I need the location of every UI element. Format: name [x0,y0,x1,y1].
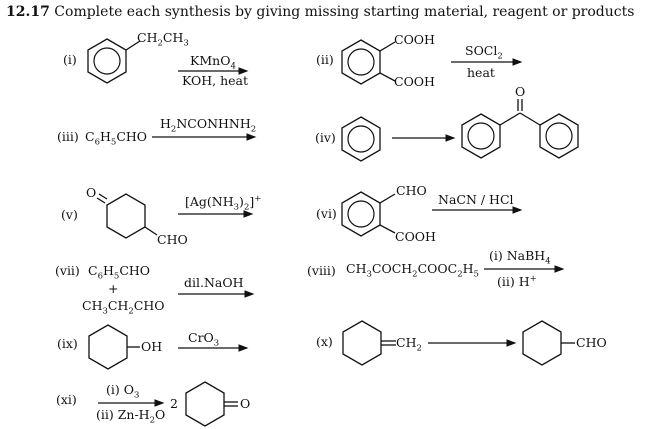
benzene-ring-i [87,38,141,84]
substituent-ch2ch3: CH2CH3 [137,30,189,49]
arrow-x [428,339,517,347]
substituent-cho-x: CHO [576,335,607,350]
coefficient-xi: 2 [170,396,178,411]
reagent-viii-top: (i) NaBH4 [489,248,551,267]
cyclohexane-ring-x [342,320,396,366]
reagent-vi-top: NaCN / HCl [438,192,514,207]
reagent-ii-top: SOCl2 [465,43,503,62]
item-label-i: (i) [63,52,77,67]
reagent-ix-top: CrO3 [188,330,220,349]
substituent-cho-v: CHO [157,232,188,247]
reagent-xi-top: (i) O3 [106,382,140,401]
substituent-ch2: CH2 [396,335,422,354]
item-label-ii: (ii) [316,52,334,67]
item-label-v: (v) [61,207,78,222]
benzene-ring-ii [341,39,396,85]
item-label-ix: (ix) [57,336,78,351]
arrow-viii [484,265,565,273]
arrow-vii [178,290,255,298]
question-number: 12.17 [6,4,50,20]
item-label-vi: (vi) [316,206,337,221]
reagent-ii-bottom: heat [467,65,495,80]
question-text: Complete each synthesis by giving missin… [54,4,635,20]
item-label-iii: (iii) [57,129,79,144]
ketone-oxygen-xi: O [240,396,251,411]
item-label-viii: (viii) [307,263,336,278]
arrow-ii [451,58,523,66]
question-header: 12.17 Complete each synthesis by giving … [6,5,634,19]
arrow-vi [432,206,523,214]
substituent-cooh-top: COOH [394,32,435,47]
arrow-xi [98,399,165,407]
item-label-vii: (vii) [55,263,80,278]
item-label-x: (x) [316,334,333,349]
arrow-i [178,67,249,75]
item-label-xi: (xi) [56,392,77,407]
substituent-cho-vi: CHO [396,183,427,198]
reagent-vii-top: dil.NaOH [184,275,244,290]
carbonyl-oxygen-iv: O [515,84,526,99]
substituent-cooh-vi: COOH [395,229,436,244]
benzene-ring-vi [341,191,396,237]
item-label-iv: (iv) [315,130,336,145]
benzophenone [461,99,579,159]
reagent-i-top: KMnO4 [190,53,236,72]
substituent-cooh-bottom: COOH [394,74,435,89]
arrow-iv [392,134,456,142]
cyclohexane-ring-ix [88,324,140,370]
cyclohexane-ring-x-product [522,320,575,366]
plus-sign-vii: + [108,281,119,296]
arrow-iii [152,133,257,141]
reactant-vii-1: C6H5CHO [88,263,151,282]
reagent-viii-bottom: (ii) H+ [497,273,537,289]
arrow-ix [178,344,249,352]
reagent-iii-top: H2NCONHNH2 [160,116,257,135]
arrow-v [178,210,254,218]
ketone-oxygen-v: O [86,185,97,200]
reagent-xi-bottom: (ii) Zn-H2O [96,407,166,426]
benzene-ring-iv [341,116,381,162]
reagent-v-top: [Ag(NH3)2]+ [185,193,262,213]
reactant-iii: C6H5CHO [85,129,148,148]
cyclohexanone-xi [185,381,238,427]
reagent-i-bottom: KOH, heat [182,73,249,88]
cyclohexane-ring-v [96,193,158,239]
reactant-viii: CH3COCH2COOC2H5 [346,261,479,280]
substituent-oh: OH [141,339,163,354]
reactant-vii-2: CH3CH2CHO [82,298,165,317]
